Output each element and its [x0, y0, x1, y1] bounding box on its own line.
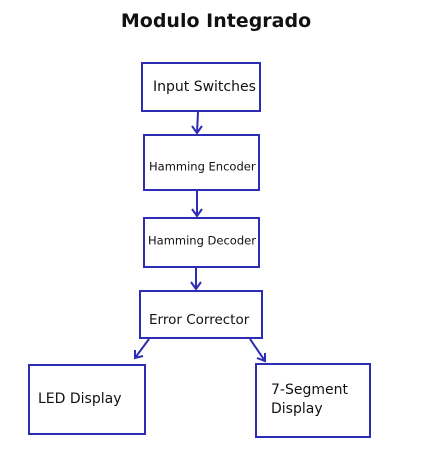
hamming-encoder-label: Hamming Encoder [149, 160, 256, 174]
led-display-node: LED Display [28, 364, 146, 435]
input-switches-node: Input Switches [141, 62, 261, 112]
arrow-corrector-to-seven-segment [249, 338, 266, 363]
led-display-label: LED Display [38, 391, 121, 407]
arrow-encoder-to-decoder [191, 191, 203, 218]
hamming-decoder-node: Hamming Decoder [143, 217, 260, 268]
arrow-input-to-encoder [191, 111, 203, 135]
error-corrector-label: Error Corrector [149, 312, 250, 328]
error-corrector-node: Error Corrector [139, 290, 263, 339]
hamming-encoder-node: Hamming Encoder [143, 134, 260, 191]
input-switches-label: Input Switches [153, 79, 256, 95]
arrow-corrector-to-led [134, 338, 150, 360]
seven-segment-display-node: 7-Segment Display [255, 363, 371, 438]
arrow-decoder-to-corrector [190, 268, 202, 291]
diagram-title: Modulo Integrado [121, 10, 311, 32]
hamming-decoder-label: Hamming Decoder [148, 234, 256, 248]
seven-segment-label-line1: 7-Segment [271, 382, 348, 398]
seven-segment-label-line2: Display [271, 401, 323, 417]
